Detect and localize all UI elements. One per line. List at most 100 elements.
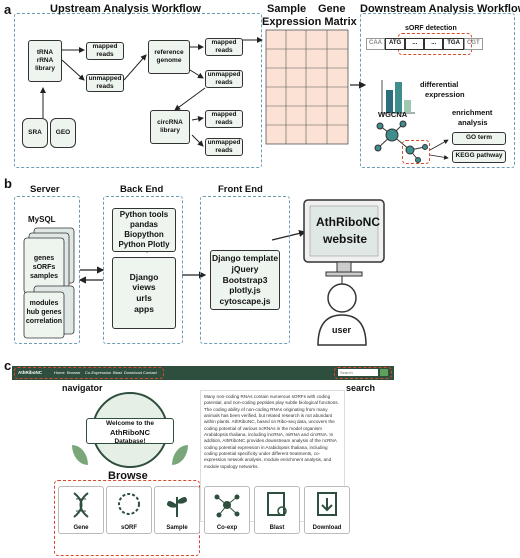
search-label: search (346, 383, 376, 393)
server-frame (14, 196, 80, 344)
seq-dots-2: ... (424, 38, 444, 50)
seq-cgt: CGT (463, 38, 483, 50)
python-tools-box: Python tools pandas Biopython Python Plo… (112, 208, 176, 252)
frontend-title: Front End (218, 184, 263, 195)
mapped-reads-3: mapped reads (205, 110, 243, 128)
matrix-title-expression: Expression Matrix (262, 16, 357, 28)
search-button[interactable] (380, 369, 388, 376)
go-term-box: GO term (452, 132, 506, 145)
backend-frame (103, 196, 183, 344)
seq-caa: CAA (366, 38, 385, 50)
server-title: Server (30, 184, 60, 195)
document-search-icon (267, 492, 287, 516)
welcome-banner: Welcome to the AthRiboNC Database! (86, 418, 174, 445)
nav-browse[interactable]: Browse (67, 370, 81, 375)
wgcna-label: WGCNA (378, 110, 408, 119)
search-highlight (334, 367, 392, 379)
trna-library-box: tRNA rRNA library (28, 40, 62, 82)
card-coexp-label: Co-exp (216, 525, 238, 531)
description-text: Many non-coding RNAs contain numerous sO… (204, 394, 339, 469)
browse-sample-card[interactable]: Sample (154, 486, 200, 534)
matrix-title-gene: Gene (318, 3, 346, 15)
site-name-2: website (323, 232, 368, 246)
network-icon (214, 494, 240, 518)
analysis-label: analysis (458, 118, 488, 127)
downstream-title: Downstream Analysis Workflow (360, 3, 520, 15)
site-logo[interactable]: AthRiboNC (18, 370, 42, 375)
card-gene-label: Gene (73, 525, 89, 531)
sequence-strip: CAA ATG ... ... TGA CGT (366, 38, 502, 50)
circrna-library-box: circRNA library (150, 110, 190, 144)
card-blast-label: Blast (269, 525, 285, 531)
download-icon (317, 492, 337, 516)
module-highlight (402, 140, 430, 164)
frontend-frame (200, 196, 290, 344)
download-card[interactable]: Download (304, 486, 350, 534)
expression-matrix (265, 29, 349, 145)
navigator-highlight (14, 367, 164, 379)
db-sorfs: sORFs (32, 264, 56, 271)
mysql-label: MySQL (28, 215, 56, 224)
db-genes: genes (33, 255, 55, 262)
welcome-line-3: Database! (114, 437, 146, 445)
nav-blast[interactable]: Blast (113, 370, 122, 375)
dna-icon (73, 492, 89, 518)
panel-a-letter: a (4, 2, 12, 17)
blast-card[interactable]: Blast (254, 486, 300, 534)
sorf-detection-label: sORF detection (405, 25, 457, 32)
frontend-stack-box: Django template jQuery Bootstrap3 plotly… (210, 250, 280, 310)
mapped-reads-2: mapped reads (205, 38, 243, 56)
panel-c-letter: c (4, 358, 12, 373)
website-navbar (12, 366, 394, 380)
panel-b-letter: b (4, 176, 12, 191)
wgcna-network (374, 120, 428, 163)
db-samples: samples (29, 273, 59, 280)
django-box: Django views urls apps (112, 257, 176, 329)
db-hub-genes: hub genes (26, 309, 62, 316)
mysql-stack (23, 227, 75, 339)
diff-expression-chart (381, 80, 415, 114)
matrix-title-sample: Sample (267, 3, 307, 15)
browse-gene-card[interactable]: Gene (58, 486, 104, 534)
sorf-icon (118, 493, 140, 515)
nav-home[interactable]: Home (54, 370, 65, 375)
nav-coexpression[interactable]: Co-Expression (85, 370, 112, 375)
unmapped-reads-1: unmapped reads (86, 74, 124, 92)
seq-dots-1: ... (405, 38, 425, 50)
db-correlation: correlation (25, 318, 63, 325)
geo-db: GEO (50, 118, 76, 148)
enrichment-label: enrichment (452, 108, 493, 117)
sra-db: SRA (22, 118, 48, 148)
unmapped-reads-2: unmapped reads (205, 70, 243, 88)
browse-sorf-card[interactable]: sORF (106, 486, 152, 534)
search-input[interactable]: Search (338, 369, 378, 376)
card-sorf-label: sORF (120, 525, 137, 531)
nav-contact[interactable]: Contact (143, 370, 157, 375)
reference-genome-box: reference genome (148, 40, 190, 74)
navigator-label: navigator (62, 383, 103, 393)
welcome-line-2: AthRiboNC (110, 428, 150, 438)
site-name-1: AthRiboNC (316, 215, 380, 229)
upstream-title: Upstream Analysis Workflow (50, 3, 201, 15)
seq-tga: TGA (443, 38, 464, 50)
nav-download[interactable]: Download (124, 370, 142, 375)
plant-icon (167, 497, 187, 517)
upstream-frame (14, 13, 262, 168)
coexp-card[interactable]: Co-exp (204, 486, 250, 534)
db-modules: modules (29, 300, 59, 307)
downstream-frame (360, 13, 515, 168)
unmapped-reads-3: unmapped reads (205, 138, 243, 156)
kegg-box: KEGG pathway (452, 150, 506, 163)
welcome-line-1: Welcome to the (106, 420, 154, 427)
backend-title: Back End (120, 184, 164, 195)
card-download-label: Download (312, 525, 342, 531)
user-icon (317, 283, 367, 346)
browse-label: Browse (108, 470, 148, 482)
user-label: user (332, 325, 352, 335)
differential-label: differential (420, 80, 459, 89)
card-sample-label: Sample (166, 525, 188, 531)
monitor-icon (303, 199, 385, 277)
mapped-reads-1: mapped reads (86, 42, 124, 60)
seq-atg: ATG (385, 38, 406, 50)
